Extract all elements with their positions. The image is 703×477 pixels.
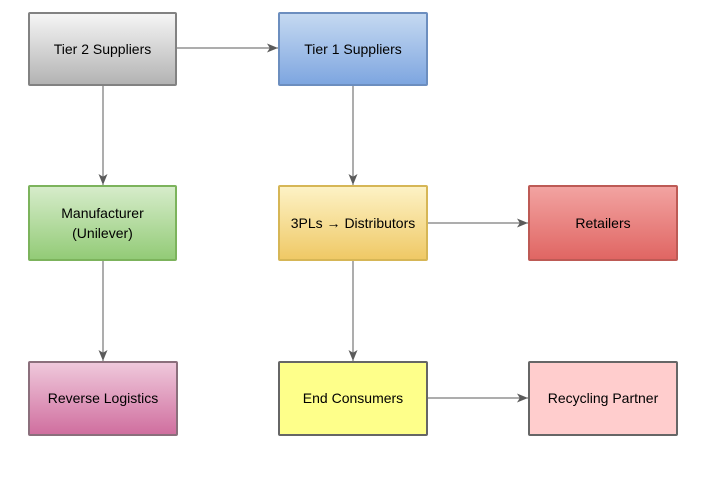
node-label-tier-2-suppliers: Tier 2 Suppliers (53, 40, 152, 57)
node-retailers[interactable]: Retailers (528, 185, 678, 261)
node-label-reverse-logistics: Reverse Logistics (47, 390, 159, 407)
node-reverse-logistics[interactable]: Reverse Logistics (28, 361, 178, 436)
node-manufacturer-unilever[interactable]: Manufacturer (Unilever) (28, 185, 177, 261)
node-end-consumers[interactable]: End Consumers (278, 361, 428, 436)
node-label-end-consumers: End Consumers (302, 390, 404, 407)
node-label-recycling-partner: Recycling Partner (547, 390, 659, 407)
node-label-3pls-distributors: 3PLs → Distributors (290, 214, 416, 231)
node-tier-2-suppliers[interactable]: Tier 2 Suppliers (28, 12, 177, 86)
node-label-retailers: Retailers (575, 214, 631, 231)
node-recycling-partner[interactable]: Recycling Partner (528, 361, 678, 436)
node-label-tier-1-suppliers: Tier 1 Suppliers (304, 40, 402, 57)
node-label-manufacturer-unilever: Manufacturer (Unilever) (61, 204, 144, 241)
node-3pls-distributors[interactable]: 3PLs → Distributors (278, 185, 428, 261)
node-tier-1-suppliers[interactable]: Tier 1 Suppliers (278, 12, 428, 86)
